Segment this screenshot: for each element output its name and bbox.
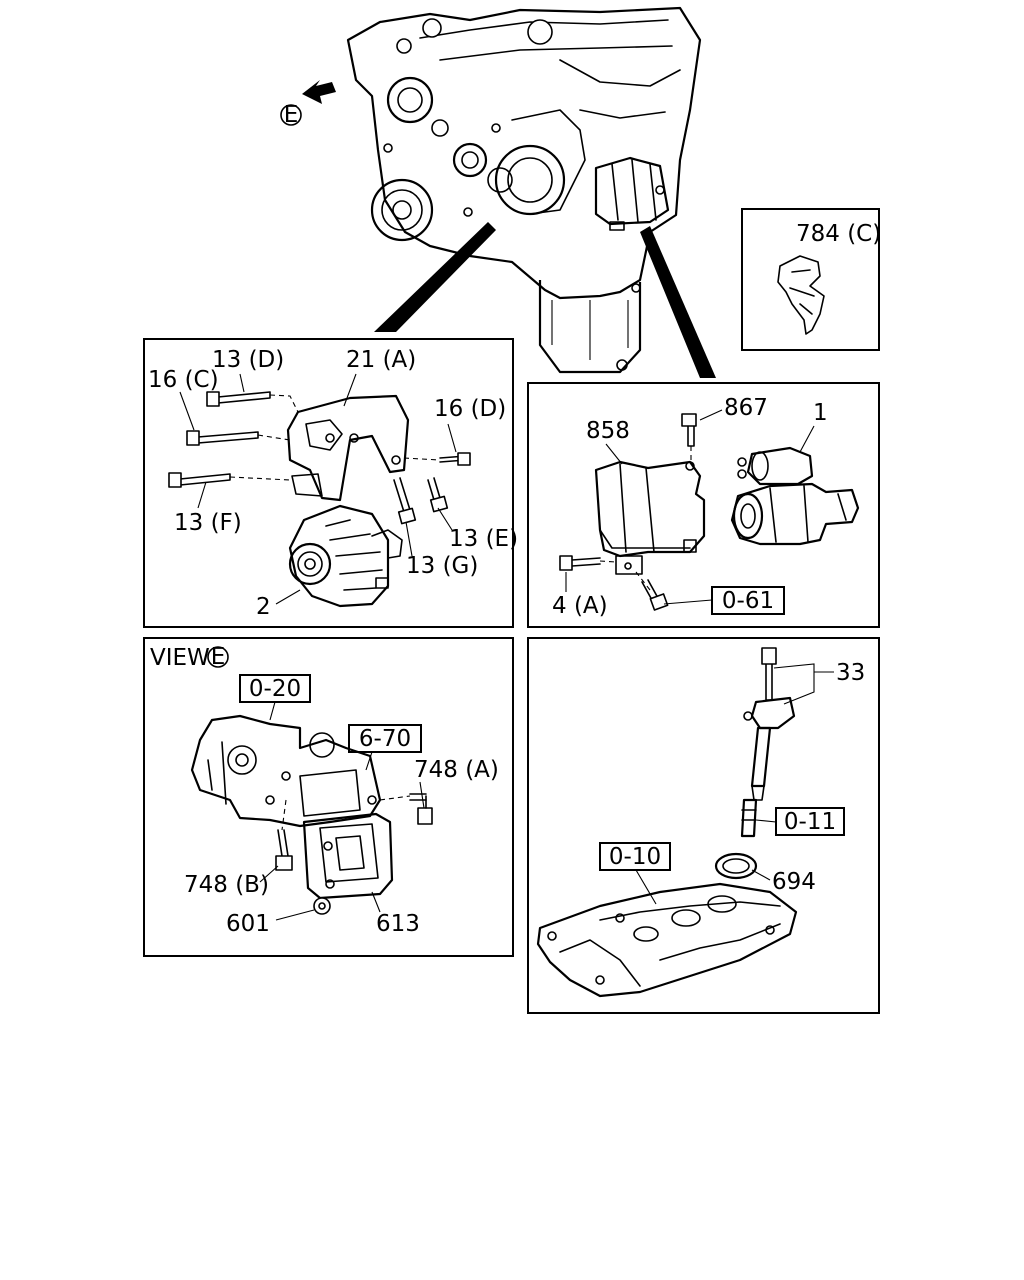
label-13-e: 13 (E) xyxy=(449,526,518,552)
label-33: 33 xyxy=(836,660,865,686)
o-ring-694 xyxy=(714,852,758,880)
spark-plug xyxy=(740,798,758,838)
module-613 xyxy=(302,812,394,900)
ignition-panel: 33 0-11 694 0-10 xyxy=(527,637,880,1014)
alternator-2 xyxy=(288,504,390,608)
label-21-a: 21 (A) xyxy=(346,347,416,373)
label-784-c: 784 (C) xyxy=(796,221,881,247)
label-13-d: 13 (D) xyxy=(212,347,284,373)
label-16-c: 16 (C) xyxy=(148,367,219,393)
label-748-a: 748 (A) xyxy=(414,757,499,783)
bracket-21a xyxy=(286,394,410,502)
view-e-panel: VIEW E 0-20 6-70 748 (A) 748 xyxy=(143,637,514,957)
ref-6-70: 6-70 xyxy=(359,726,411,752)
ref-0-61: 0-61 xyxy=(722,588,774,614)
view-marker-e: E xyxy=(284,102,299,128)
label-2: 2 xyxy=(256,594,271,620)
ref-0-10: 0-10 xyxy=(609,844,661,870)
label-13-g: 13 (G) xyxy=(406,553,478,579)
valve-cover xyxy=(536,882,798,998)
clip-784-box: 784 (C) xyxy=(741,208,881,351)
starter-1 xyxy=(730,482,860,546)
label-1: 1 xyxy=(813,400,828,426)
label-867: 867 xyxy=(724,395,768,421)
label-694: 694 xyxy=(772,869,816,895)
starter-panel: 858 867 1 4 (A) 0-61 xyxy=(527,382,880,628)
label-858: 858 xyxy=(586,418,630,444)
view-panel-marker: E xyxy=(211,644,226,670)
ref-0-20: 0-20 xyxy=(249,676,301,702)
alternator-panel: 13 (D) 21 (A) 16 (C) 16 (D) 13 (F) 13 (E… xyxy=(143,338,518,628)
clip-icon xyxy=(777,255,825,335)
label-4-a: 4 (A) xyxy=(552,593,608,619)
ref-box-0-10 xyxy=(599,842,671,871)
label-16-d: 16 (D) xyxy=(434,396,506,422)
timing-cover xyxy=(190,714,382,828)
engine-overview: E xyxy=(280,6,716,378)
ref-0-11: 0-11 xyxy=(784,809,836,835)
label-13-f: 13 (F) xyxy=(174,510,242,536)
label-601: 601 xyxy=(226,911,270,937)
heat-shield-858 xyxy=(594,460,706,558)
ref-box-6-70 xyxy=(348,724,422,753)
view-title: VIEW xyxy=(150,645,210,671)
label-613: 613 xyxy=(376,911,420,937)
label-748-b: 748 (B) xyxy=(184,872,269,898)
